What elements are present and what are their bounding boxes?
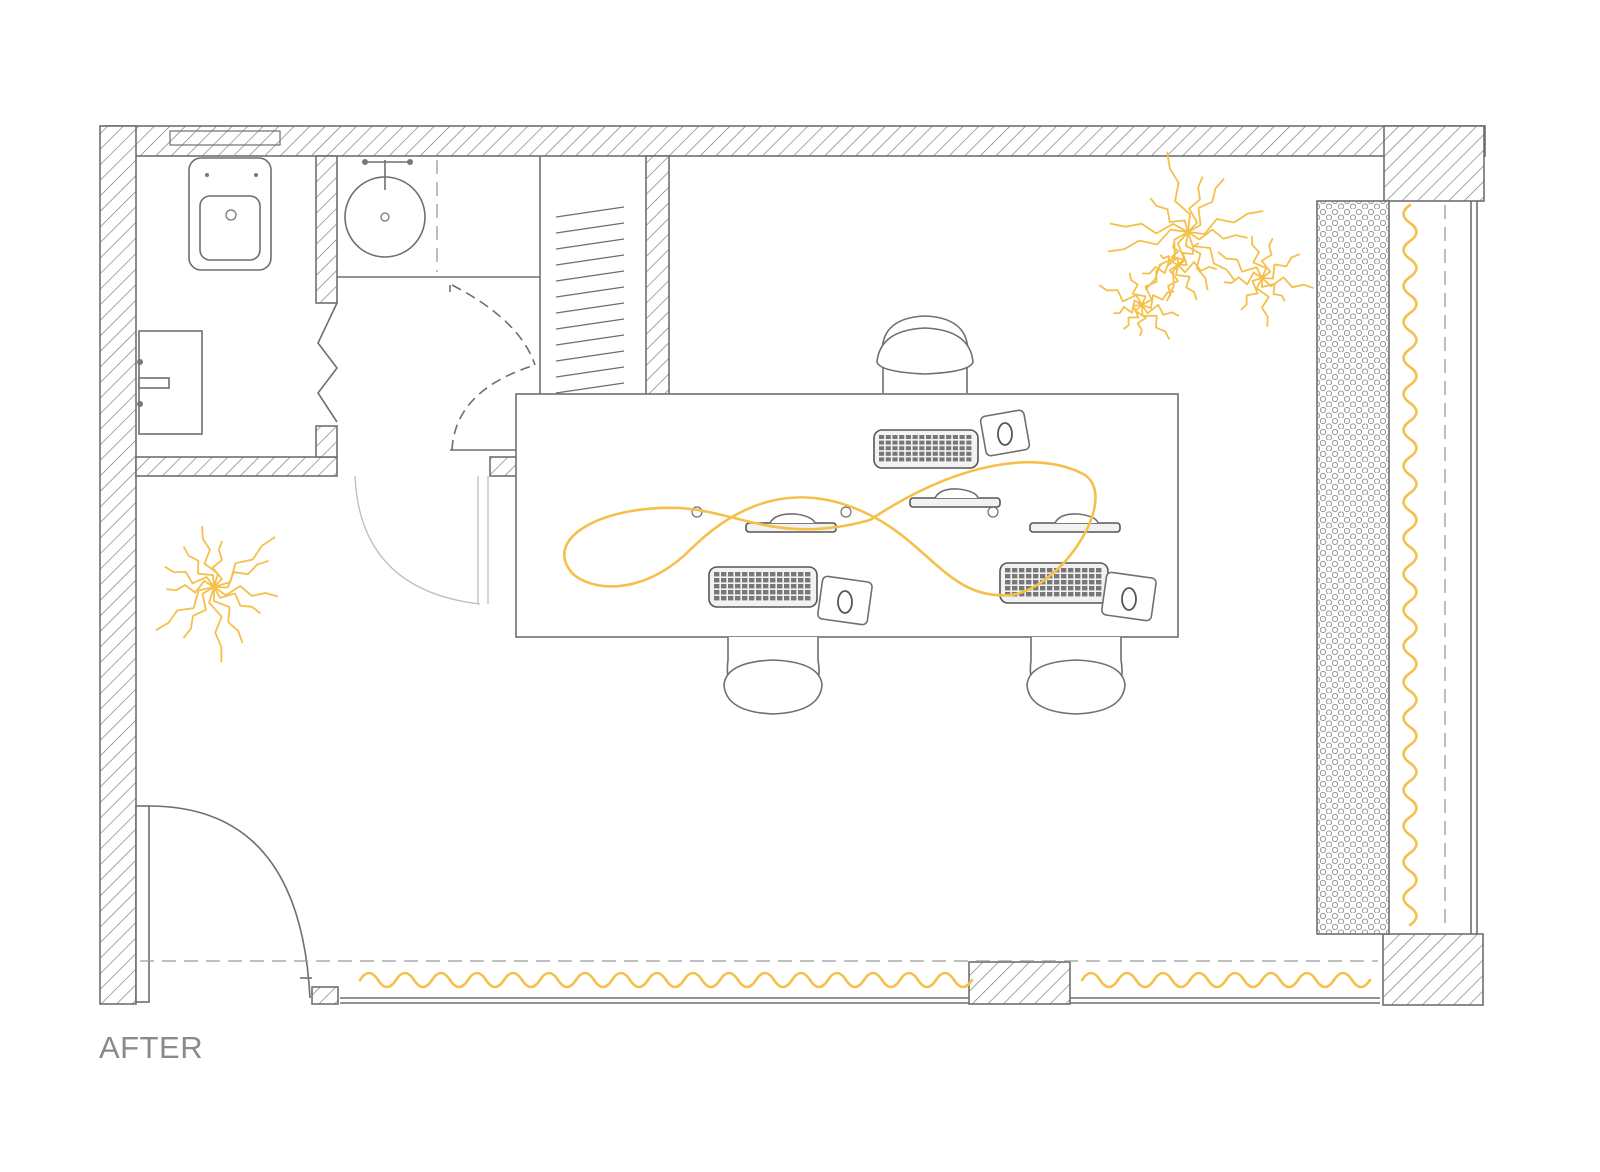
folding-door-icon [317, 302, 339, 423]
keyboard-icon [708, 429, 1109, 608]
mouse-icon [817, 409, 1157, 626]
staircase-icon [555, 206, 625, 410]
bottom-window [140, 960, 1380, 1004]
exterior-walls [99, 125, 1486, 1006]
plan-caption: AFTER [99, 1030, 204, 1065]
shower-tray-icon [137, 330, 203, 435]
toilet-icon [188, 157, 272, 271]
chair-icon [723, 315, 1126, 715]
cable-icon [563, 460, 1097, 597]
plant-icon [1098, 151, 1314, 340]
door-swing-icon [354, 475, 489, 605]
sink-icon [344, 159, 438, 272]
plant-icon [155, 526, 279, 663]
entrance-door-icon [135, 805, 312, 1003]
curtain-icon [358, 203, 1418, 989]
right-window [1316, 200, 1478, 935]
